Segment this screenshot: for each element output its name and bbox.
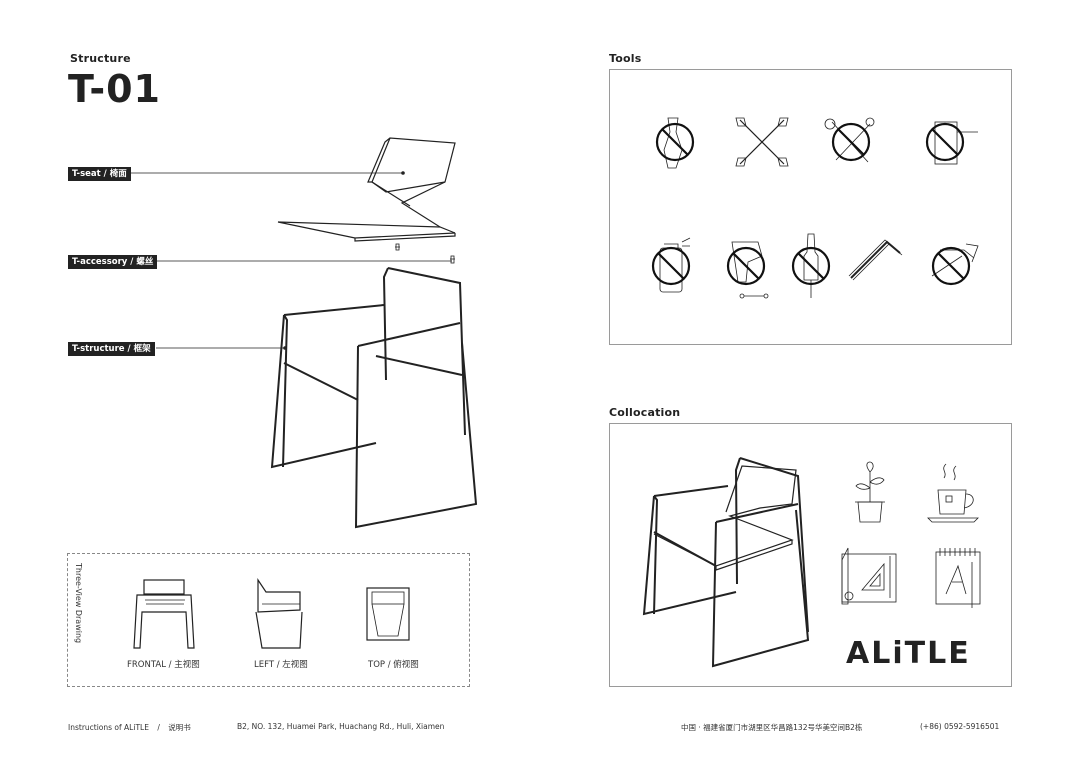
part-tag-structure: T-structure / 框架	[68, 342, 155, 356]
screw-right-icon	[450, 255, 455, 264]
left-view-drawing	[255, 578, 303, 649]
drafting-tools-icon	[841, 547, 897, 605]
sketchbook-icon	[935, 548, 981, 608]
leader-dot-seat	[401, 171, 405, 175]
footer-instructions-cn: 说明书	[168, 723, 191, 732]
footer-separator: /	[157, 723, 160, 732]
frontal-view-drawing	[133, 579, 195, 649]
prohibited-box-icon	[925, 121, 978, 165]
tools-frame	[609, 69, 1012, 345]
part-tag-seat: T-seat / 椅面	[68, 167, 131, 181]
screw-left-icon	[395, 243, 400, 251]
collocation-chair-drawing	[642, 457, 810, 668]
three-view-box	[67, 553, 470, 687]
top-view-caption: TOP / 俯视图	[368, 660, 419, 670]
top-view-drawing	[366, 587, 410, 641]
crossed-screwdrivers-icon	[735, 117, 789, 167]
footer-address-en: B2, NO. 132, Huamei Park, Huachang Rd., …	[237, 722, 445, 731]
tools-section-label: Tools	[609, 52, 642, 65]
footer-address-cn: 中国 · 福建省厦门市湖里区华昌路132号华美空间B2栋	[681, 723, 863, 732]
prohibited-tools-icon	[824, 117, 875, 163]
brand-logo: ALiTLE	[846, 636, 971, 671]
collocation-frame	[609, 423, 1012, 687]
plant-icon	[855, 461, 885, 523]
footer-instructions-title: Instructions of ALiTLE	[68, 723, 149, 732]
allen-key-icon	[848, 239, 903, 281]
structure-section-label: Structure	[70, 52, 131, 65]
frame-part	[270, 267, 478, 529]
part-tag-accessory: T-accessory / 螺丝	[68, 255, 158, 269]
frontal-view-caption: FRONTAL / 主视图	[127, 660, 200, 670]
prohibited-wrench-icon	[655, 117, 695, 169]
prohibited-hammer-icon	[931, 243, 979, 286]
footer-phone: (+86) 0592-5916501	[920, 722, 1000, 731]
seat-part	[277, 137, 456, 242]
tea-cup-icon	[927, 463, 979, 523]
model-title: T-01	[68, 67, 161, 111]
prohibited-screwdriver-icon	[791, 233, 831, 298]
prohibited-spray-icon	[651, 237, 691, 293]
left-view-caption: LEFT / 左视图	[254, 660, 308, 670]
collocation-section-label: Collocation	[609, 406, 681, 419]
footer-instructions: Instructions of ALiTLE / 说明书	[68, 722, 191, 733]
prohibited-drill-icon	[726, 241, 769, 299]
